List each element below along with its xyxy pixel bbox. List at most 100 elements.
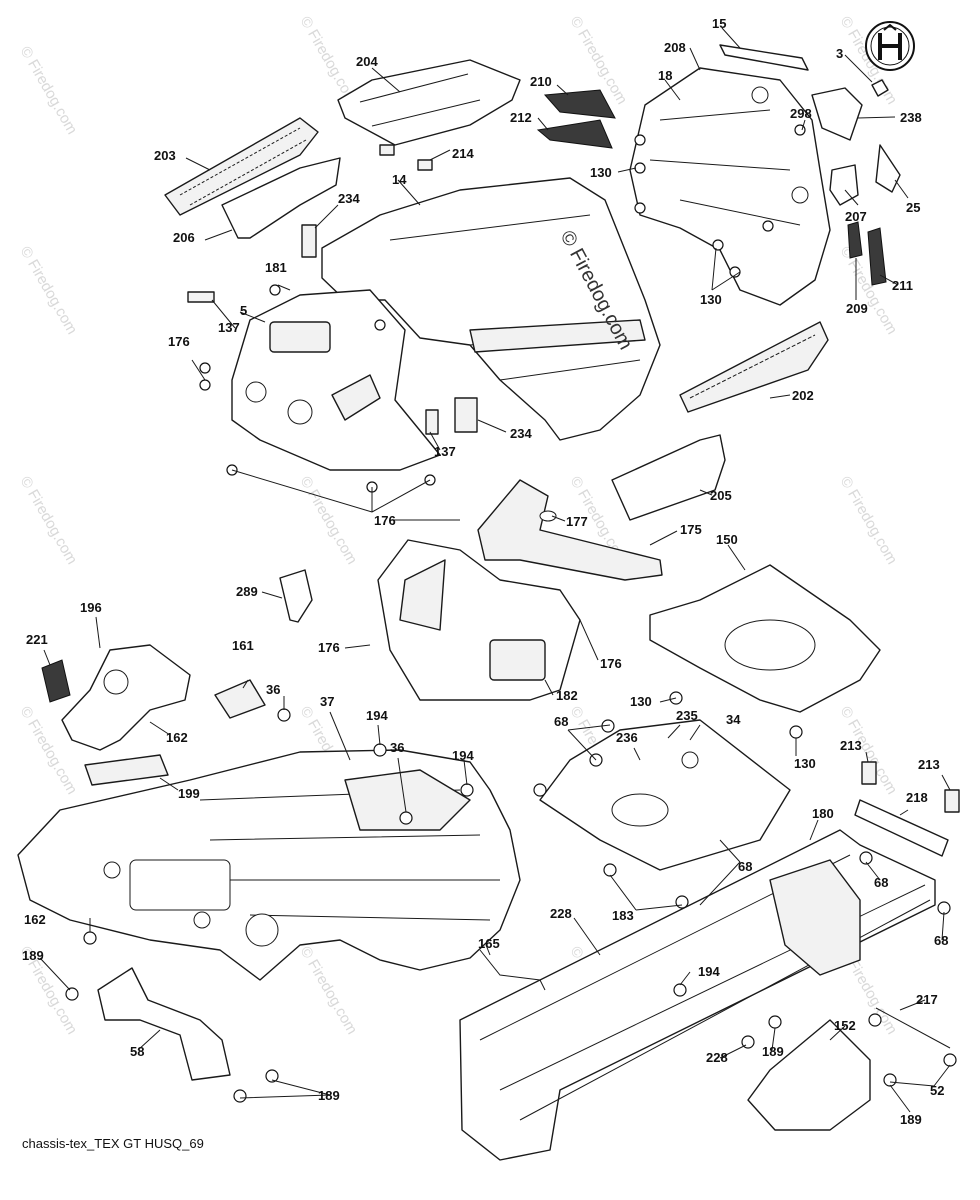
callout-label: 130	[630, 694, 652, 709]
part-small-bracket	[279, 569, 313, 623]
callout-label: 298	[790, 106, 812, 121]
callout-label: 37	[320, 694, 334, 709]
callout-label: 189	[318, 1088, 340, 1103]
part-fender-hole	[245, 913, 279, 947]
callout-label: 130	[794, 756, 816, 771]
part-headlight-left	[751, 86, 769, 104]
callout-label: 194	[452, 748, 474, 763]
part-fender-hole	[103, 861, 121, 879]
callout-label: 234	[510, 426, 532, 441]
part-fuel-cap-opening	[103, 669, 129, 695]
callout-label: 152	[834, 1018, 856, 1033]
callout-label: 58	[130, 1044, 144, 1059]
diagram-caption: chassis-tex_TEX GT HUSQ_69	[22, 1136, 204, 1151]
callout-label: 289	[236, 584, 258, 599]
part-side-vent-left	[847, 221, 863, 259]
callout-label: 235	[676, 708, 698, 723]
callout-label: 165	[478, 936, 500, 951]
part-headlight-right	[791, 186, 809, 204]
part-side-panel	[611, 434, 726, 521]
callout-label: 238	[900, 110, 922, 125]
callout-label: 207	[845, 209, 867, 224]
part-vent-grille-lower	[536, 119, 613, 149]
watermark-tile: © Firedog.com	[837, 244, 901, 338]
part-side-trim	[875, 144, 901, 193]
callout-label: 14	[392, 172, 407, 187]
part-emblem-panel	[811, 87, 863, 141]
part-dash-display	[269, 321, 331, 353]
watermark-tile: © Firedog.com	[17, 474, 81, 568]
callout-label: 217	[916, 992, 938, 1007]
callout-label: 213	[840, 738, 862, 753]
leader-lines	[39, 27, 951, 1113]
callout-label: 5	[240, 303, 247, 318]
callout-label: 182	[556, 688, 578, 703]
callout-label: 34	[726, 712, 741, 727]
callout-label: 161	[232, 638, 254, 653]
part-dash-lever	[331, 374, 381, 421]
part-headlight-grille	[164, 117, 319, 216]
callout-label: 25	[906, 200, 920, 215]
part-fender-seat-opening	[344, 769, 471, 831]
part-shell-panel	[399, 559, 446, 631]
part-ignition-hole	[287, 399, 313, 425]
callout-label: 214	[452, 146, 474, 161]
part-bolt	[944, 789, 960, 813]
callout-label: 177	[566, 514, 588, 529]
callout-label: 213	[918, 757, 940, 772]
part-bolt	[861, 761, 877, 785]
callout-label: 209	[846, 301, 868, 316]
callout-label: 189	[22, 948, 44, 963]
part-steering-bracket	[477, 479, 663, 581]
watermark-tile: © Firedog.com	[17, 44, 81, 138]
callout-label: 205	[710, 488, 732, 503]
part-chassis-plate	[539, 719, 791, 871]
callout-label: 68	[874, 875, 888, 890]
fasteners-console	[187, 284, 478, 493]
callout-label: 210	[530, 74, 552, 89]
callout-label: 221	[26, 632, 48, 647]
callout-label: 180	[812, 806, 834, 821]
callout-label: 212	[510, 110, 532, 125]
part-gauge-hole	[245, 381, 267, 403]
part-front-grille	[679, 321, 829, 413]
callout-label: 194	[366, 708, 388, 723]
callout-label: 218	[906, 790, 928, 805]
callout-label: 18	[658, 68, 672, 83]
part-fender-pocket	[129, 859, 231, 911]
watermark-tile: © Firedog.com	[297, 474, 361, 568]
callout-label: 199	[178, 786, 200, 801]
callout-label: 175	[680, 522, 702, 537]
callout-label: 176	[168, 334, 190, 349]
callout-label: 228	[706, 1050, 728, 1065]
part-bushing	[539, 510, 557, 522]
callout-label: 36	[390, 740, 404, 755]
callout-label: 68	[738, 859, 752, 874]
callout-label: 183	[612, 908, 634, 923]
part-vent-grille-upper	[543, 89, 616, 119]
watermark-tile: © Firedog.com	[17, 244, 81, 338]
callout-label: 204	[356, 54, 378, 69]
callout-label: 137	[218, 320, 240, 335]
part-lower-bracket	[97, 967, 231, 1081]
part-fuel-tank-cover	[61, 644, 191, 751]
callout-label: 3	[836, 46, 843, 61]
callout-label: 137	[434, 444, 456, 459]
callout-label: 208	[664, 40, 686, 55]
part-plate-opening	[611, 793, 669, 827]
part-front-nose-assembly	[629, 67, 831, 306]
callout-label: 52	[930, 1083, 944, 1098]
part-floor-pan-opening	[724, 619, 816, 671]
fasteners-nose	[634, 124, 806, 278]
part-guard-plate	[84, 754, 169, 786]
part-trim-strip	[719, 44, 809, 71]
callout-label: 176	[600, 656, 622, 671]
part-shell-window	[489, 639, 546, 681]
callout-label: 181	[265, 260, 287, 275]
callout-label: 68	[934, 933, 948, 948]
callout-label: 234	[338, 191, 360, 206]
callout-label: 130	[700, 292, 722, 307]
callout-label: 203	[154, 148, 176, 163]
callout-label: 228	[550, 906, 572, 921]
